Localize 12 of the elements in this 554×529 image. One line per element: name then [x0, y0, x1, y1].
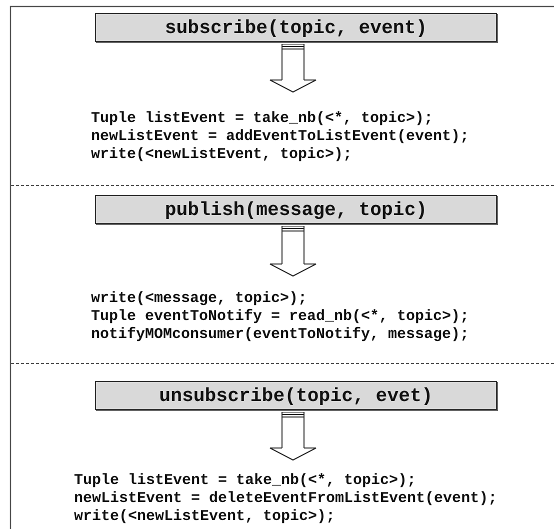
function-box: publish(message, topic)	[95, 195, 497, 224]
code-line: newListEvent = addEventToListEvent(event);	[91, 128, 470, 146]
code-line: Tuple listEvent = take_nb(<*, topic>);	[74, 472, 416, 490]
code-line: write(<message, topic>);	[91, 290, 308, 308]
code-line: Tuple eventToNotify = read_nb(<*, topic>);	[91, 308, 470, 326]
code-line: Tuple listEvent = take_nb(<*, topic>);	[91, 110, 434, 128]
code-line: newListEvent = deleteEventFromListEvent(event);	[74, 490, 498, 508]
code-line: write(<newListEvent, topic>);	[74, 508, 336, 526]
code-line: notifyMOMconsumer(eventToNotify, message);	[91, 326, 470, 344]
function-box: unsubscribe(topic, evet)	[95, 381, 497, 410]
function-box: subscribe(topic, event)	[95, 13, 497, 42]
code-line: write(<newListEvent, topic>);	[91, 146, 352, 164]
